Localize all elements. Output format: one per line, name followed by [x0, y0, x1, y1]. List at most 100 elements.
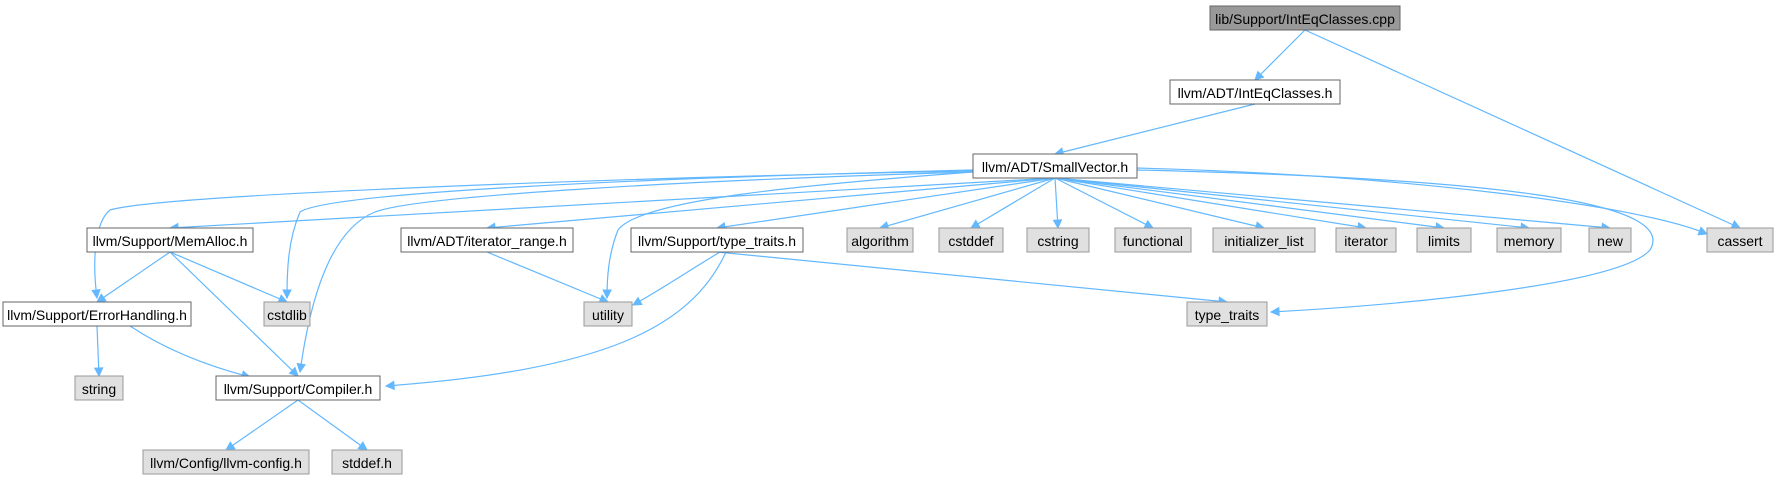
node-box[interactable]	[331, 449, 403, 475]
node-box[interactable]	[215, 375, 381, 401]
edge-line	[716, 251, 1228, 303]
node-box[interactable]	[74, 375, 124, 401]
edge-arrowhead	[225, 441, 236, 451]
node-label: type_traits	[1195, 307, 1260, 323]
node-box[interactable]	[86, 227, 254, 253]
node-typetraitsh[interactable]: llvm/Support/type_traits.h	[630, 227, 804, 253]
node-string[interactable]: string	[74, 375, 124, 401]
node-box[interactable]	[142, 449, 310, 475]
node-box[interactable]	[1186, 301, 1268, 327]
edge-line	[169, 251, 288, 303]
edge-typetraitsh-to-utility	[632, 251, 721, 306]
edge-smallvec-to-typetraits	[1136, 169, 1654, 317]
node-box[interactable]	[1416, 227, 1472, 253]
node-box[interactable]	[263, 301, 311, 327]
node-box[interactable]	[846, 227, 914, 253]
node-box[interactable]	[1169, 79, 1341, 105]
node-label: llvm/Support/MemAlloc.h	[93, 233, 248, 249]
edge-iterrange-to-utility	[486, 251, 610, 304]
edge-smallvec-to-initlist	[1054, 177, 1266, 231]
node-label: new	[1597, 233, 1624, 249]
edge-line	[385, 251, 727, 387]
node-box[interactable]	[630, 227, 804, 253]
node-label: algorithm	[851, 233, 909, 249]
node-algorithm[interactable]: algorithm	[846, 227, 914, 253]
node-llvmconfig[interactable]: llvm/Config/llvm-config.h	[142, 449, 310, 475]
node-stddef[interactable]: stddef.h	[331, 449, 403, 475]
edge-smallvec-to-cstring	[1052, 177, 1063, 230]
node-new[interactable]: new	[1588, 227, 1632, 253]
node-label: llvm/ADT/IntEqClasses.h	[1178, 85, 1333, 101]
edge-line	[970, 177, 1056, 229]
node-compiler[interactable]: llvm/Support/Compiler.h	[215, 375, 381, 401]
edge-line	[169, 251, 299, 377]
edge-arrowhead	[1730, 220, 1742, 229]
node-box[interactable]	[583, 301, 633, 327]
node-cstddef[interactable]: cstddef	[938, 227, 1004, 253]
edge-arrowhead	[1269, 306, 1280, 317]
node-iterrange[interactable]: llvm/ADT/iterator_range.h	[400, 227, 574, 253]
node-box[interactable]	[1209, 5, 1401, 31]
node-box[interactable]	[2, 301, 192, 327]
node-utility[interactable]: utility	[583, 301, 633, 327]
edge-arrowhead	[1143, 219, 1154, 229]
node-memalloc[interactable]: llvm/Support/MemAlloc.h	[86, 227, 254, 253]
node-box[interactable]	[972, 153, 1138, 179]
node-box[interactable]	[1026, 227, 1090, 253]
node-label: utility	[592, 307, 624, 323]
node-box[interactable]	[938, 227, 1004, 253]
edge-smallvec-to-utility	[602, 171, 974, 300]
edge-line	[1054, 177, 1445, 229]
node-box[interactable]	[1496, 227, 1562, 253]
node-cstring[interactable]: cstring	[1026, 227, 1090, 253]
edge-line	[486, 177, 1056, 229]
edge-smallvec-to-iterrange	[485, 177, 1056, 233]
node-box[interactable]	[1212, 227, 1316, 253]
edge-line	[632, 251, 721, 306]
edge-line	[225, 399, 299, 451]
node-limits[interactable]: limits	[1416, 227, 1472, 253]
node-label: llvm/ADT/iterator_range.h	[407, 233, 567, 249]
edge-line	[1054, 177, 1154, 229]
node-label: cassert	[1717, 233, 1762, 249]
node-root[interactable]: lib/Support/IntEqClasses.cpp	[1209, 5, 1401, 31]
node-box[interactable]	[1706, 227, 1774, 253]
edge-typetraitsh-to-typetraits	[716, 251, 1229, 306]
node-label: llvm/Support/Compiler.h	[224, 381, 373, 397]
node-cassert[interactable]: cassert	[1706, 227, 1774, 253]
edge-line	[129, 325, 251, 378]
node-inteq[interactable]: llvm/ADT/IntEqClasses.h	[1169, 79, 1341, 105]
node-memory[interactable]: memory	[1496, 227, 1562, 253]
nodes-layer: lib/Support/IntEqClasses.cpp llvm/ADT/Int…	[2, 5, 1774, 475]
edge-smallvec-to-memalloc	[168, 177, 1056, 233]
edge-line	[1054, 103, 1256, 155]
edge-line	[1054, 177, 1265, 229]
edge-arrowhead	[1697, 226, 1709, 236]
edge-root-to-inteq	[1254, 29, 1306, 81]
edge-arrowhead	[93, 367, 104, 378]
node-box[interactable]	[400, 227, 574, 253]
node-box[interactable]	[1588, 227, 1632, 253]
node-typetraits[interactable]: type_traits	[1186, 301, 1268, 327]
edge-smallvec-to-cassert	[1136, 167, 1709, 236]
node-iterator[interactable]: iterator	[1335, 227, 1397, 253]
edge-root-to-cassert	[1304, 29, 1742, 229]
edge-arrowhead	[970, 219, 981, 229]
edge-compiler-to-llvmconfig	[225, 399, 299, 451]
node-initlist[interactable]: initializer_list	[1212, 227, 1316, 253]
node-label: cstring	[1037, 233, 1078, 249]
node-box[interactable]	[1335, 227, 1397, 253]
node-smallvec[interactable]: llvm/ADT/SmallVector.h	[972, 153, 1138, 179]
node-label: memory	[1504, 233, 1555, 249]
node-box[interactable]	[1114, 227, 1192, 253]
node-label: string	[82, 381, 116, 397]
edge-line	[1054, 177, 1530, 229]
node-cstdlib[interactable]: cstdlib	[263, 301, 311, 327]
node-functional[interactable]: functional	[1114, 227, 1192, 253]
edge-line	[299, 171, 974, 373]
node-errhandling[interactable]: llvm/Support/ErrorHandling.h	[2, 301, 192, 327]
edge-arrowhead	[1052, 219, 1063, 230]
edge-compiler-to-stddef	[297, 399, 368, 451]
edge-memalloc-to-compiler	[169, 251, 299, 377]
